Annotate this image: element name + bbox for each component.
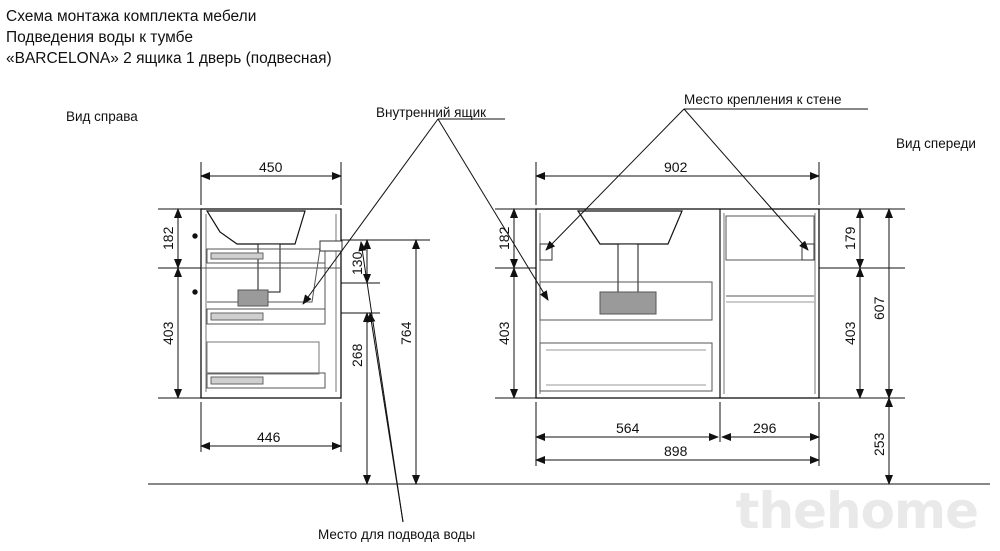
dim-front-bottom-width: 898 bbox=[664, 443, 688, 459]
dim-front-top-width: 902 bbox=[664, 159, 688, 175]
front-view-label: Вид спереди bbox=[896, 136, 976, 151]
dim-side-pipe-a: 130 bbox=[349, 251, 365, 275]
water-supply-label: Место для подвода воды bbox=[318, 527, 476, 542]
side-view-label: Вид справа bbox=[66, 109, 138, 124]
dim-side-pipe-b: 268 bbox=[349, 343, 365, 367]
inner-drawer-label: Внутренний ящик bbox=[376, 105, 487, 120]
dim-front-left-upper: 182 bbox=[496, 226, 512, 250]
title-line-1: Схема монтажа комплекта мебели bbox=[6, 8, 257, 25]
dim-front-left-lower: 403 bbox=[496, 321, 512, 345]
dim-side-bottom-width: 446 bbox=[257, 429, 281, 445]
dim-front-right-lower: 403 bbox=[842, 321, 858, 345]
dim-front-left-section: 564 bbox=[616, 420, 640, 436]
dim-side-lower-height: 403 bbox=[160, 321, 176, 345]
dim-front-right-upper: 179 bbox=[842, 226, 858, 250]
wall-mount-label: Место крепления к стене bbox=[684, 92, 842, 107]
dim-front-total: 607 bbox=[871, 296, 887, 320]
side-view-cabinet bbox=[192, 208, 343, 399]
title-line-3: «BARCELONA» 2 ящика 1 дверь (подвесная) bbox=[6, 50, 332, 67]
dim-front-floor: 253 bbox=[871, 432, 887, 456]
front-view-cabinet bbox=[535, 208, 820, 399]
diagram-title: Схема монтажа комплекта мебели Подведени… bbox=[6, 6, 332, 69]
watermark: thehome bbox=[735, 482, 979, 540]
dim-side-top-width: 450 bbox=[259, 159, 283, 175]
dim-side-upper-height: 182 bbox=[160, 226, 176, 250]
dim-front-right-section: 296 bbox=[753, 420, 777, 436]
dim-side-total: 764 bbox=[398, 321, 414, 345]
title-line-2: Подведения воды к тумбе bbox=[6, 29, 193, 46]
